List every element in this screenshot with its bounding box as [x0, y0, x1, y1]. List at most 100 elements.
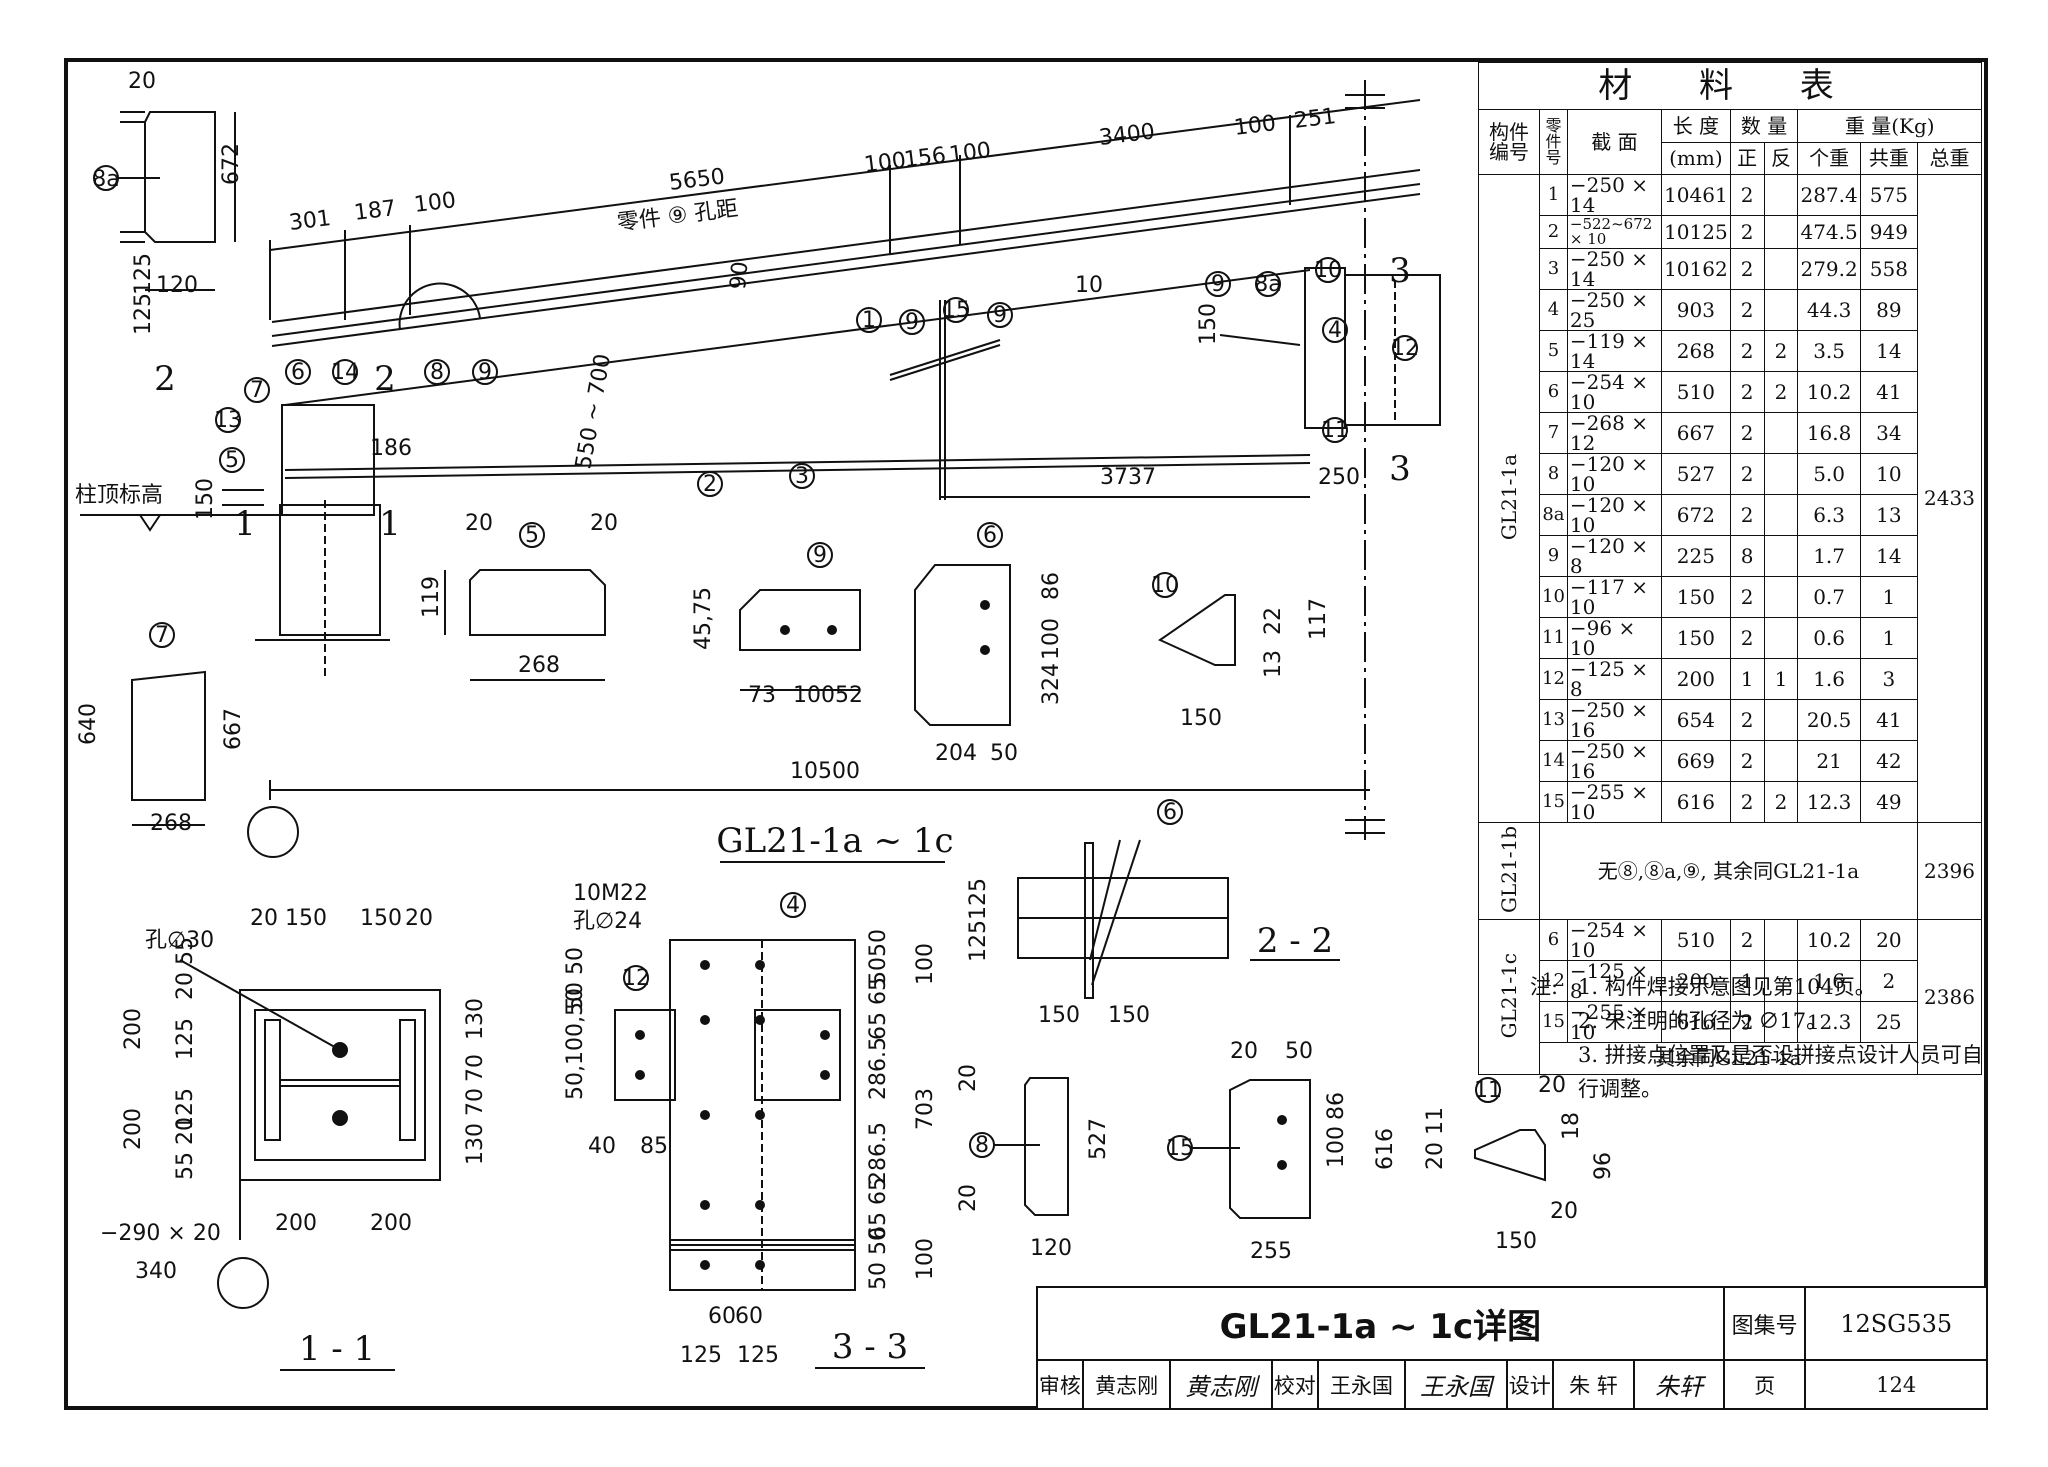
- dim-100c: 100: [948, 138, 993, 168]
- svg-text:15: 15: [942, 298, 970, 323]
- cell-each: 16.8: [1797, 411, 1861, 454]
- cell-pos: 8: [1729, 534, 1765, 577]
- svg-text:9: 9: [1211, 272, 1225, 297]
- dim-50: 50: [990, 741, 1018, 766]
- dim-s3-100b: 100: [913, 1238, 938, 1280]
- cell-sec: −96 × 10: [1566, 616, 1663, 659]
- cell-sum: 949: [1859, 215, 1918, 249]
- gl21-1a-name: GL21-1a: [1497, 453, 1521, 540]
- cell-pos: 2: [1729, 452, 1765, 495]
- header-qty-pos: 正: [1729, 141, 1765, 175]
- header-weight: 重 量(Kg): [1797, 109, 1982, 143]
- svg-text:13: 13: [214, 408, 242, 433]
- dim-250: 250: [1318, 465, 1360, 490]
- part-9-detail: 9 45,75 73 100 52: [691, 542, 863, 708]
- section-mark-3-top: 3: [1389, 251, 1411, 291]
- cell-rev: 2: [1763, 370, 1799, 413]
- page-no: 124: [1804, 1359, 1988, 1410]
- svg-text:7: 7: [250, 378, 264, 403]
- note-1: 1. 构件焊接示意图见第104页。: [1578, 975, 1876, 999]
- part-15-detail: 15 20 50 86 100 616 255: [1166, 1039, 1398, 1264]
- dim-125: 125: [131, 293, 156, 335]
- dim-10500: 10500: [790, 759, 860, 784]
- cell-rev: [1763, 215, 1799, 249]
- dim-p11-150: 150: [1495, 1229, 1537, 1254]
- svg-text:9: 9: [813, 543, 827, 568]
- cell-each: 21: [1797, 739, 1861, 782]
- dim-s1-200b: 200: [370, 1211, 412, 1236]
- cell-no: 15: [1539, 780, 1568, 823]
- header-part-no: 零件号: [1539, 109, 1568, 175]
- reviewer-signature: 黄志刚: [1169, 1359, 1273, 1410]
- cell-each: 10.2: [1797, 918, 1861, 961]
- cell-sec: −250 × 14: [1566, 247, 1663, 290]
- cell-len: 616: [1661, 1000, 1731, 1043]
- dim-3737: 3737: [1100, 465, 1156, 490]
- part-mark-8a: 8a: [92, 167, 119, 192]
- dim-10: 10: [1075, 273, 1103, 298]
- svg-text:14: 14: [331, 360, 359, 385]
- dim-p15-20: 20: [1230, 1039, 1258, 1064]
- dim-13: 13: [1261, 650, 1286, 678]
- dim-186: 186: [370, 436, 412, 461]
- svg-text:2: 2: [703, 472, 717, 497]
- dim-340: 340: [135, 1259, 177, 1284]
- cell-rev: [1763, 174, 1799, 216]
- cell-pos: 2: [1729, 780, 1765, 823]
- svg-text:7: 7: [155, 623, 169, 648]
- part-10-detail: 10 117 22 13 150: [1151, 572, 1331, 731]
- svg-text:4: 4: [786, 893, 800, 918]
- cell-no: 9: [1539, 534, 1568, 577]
- dim-p8-120: 120: [1030, 1236, 1072, 1261]
- bolt-label-1: 10M22: [573, 881, 648, 906]
- svg-text:9: 9: [478, 360, 492, 385]
- header-w-each: 个重: [1797, 141, 1861, 175]
- cell-pos: 1: [1729, 657, 1765, 700]
- dim-100e: 100: [793, 683, 835, 708]
- gl21-1b-note: 无⑧,⑧a,⑨, 其余同GL21-1a: [1539, 821, 1918, 920]
- svg-text:8a: 8a: [1254, 272, 1281, 297]
- dim-20c: 20: [590, 511, 618, 536]
- section-mark-1-left: 1: [234, 504, 256, 544]
- dim-20: 20: [128, 69, 156, 94]
- dim-p11-96: 96: [1591, 1152, 1616, 1180]
- dim-s3-2865a: 286.5: [866, 1037, 891, 1100]
- cell-sum: 14: [1859, 534, 1918, 577]
- dim-s3-5050b: 50 50: [866, 1227, 891, 1290]
- cell-rev: 2: [1763, 780, 1799, 823]
- dim-s1-70a: 70: [463, 1054, 488, 1082]
- part-8-detail: 8 527 120 20 20: [956, 1064, 1111, 1261]
- dim-s3-703: 703: [913, 1088, 938, 1130]
- cell-rev: [1763, 247, 1799, 290]
- section-3-3-caption: 3 - 3: [832, 1327, 908, 1367]
- cell-len: 10461: [1661, 174, 1731, 216]
- dim-187: 187: [353, 196, 398, 226]
- cell-pos: 2: [1729, 739, 1765, 782]
- hole30-label: 孔∅30: [145, 928, 214, 953]
- cell-pos: 2: [1729, 698, 1765, 741]
- dim-p15-50: 50: [1285, 1039, 1313, 1064]
- checker: 王永国: [1316, 1359, 1407, 1410]
- dim-150c: 150: [1180, 706, 1222, 731]
- svg-text:6: 6: [291, 360, 305, 385]
- dim-s1-125b: 125: [173, 1088, 198, 1130]
- cell-no: 12: [1539, 959, 1568, 1002]
- cell-sum: 13: [1859, 493, 1918, 536]
- cell-no: 10: [1539, 575, 1568, 618]
- cell-rev: [1763, 452, 1799, 495]
- cell-sum: 42: [1859, 739, 1918, 782]
- dim-150a: 150: [1196, 303, 1221, 345]
- dim-p11-20b: 20: [1550, 1199, 1578, 1224]
- gl21-1c-name-cell: GL21-1c: [1478, 918, 1540, 1075]
- svg-text:12: 12: [622, 966, 650, 991]
- cell-len: 527: [1661, 452, 1731, 495]
- dim-640: 640: [76, 703, 101, 745]
- cell-no: 1: [1539, 174, 1568, 216]
- dim-s1-70b: 70: [463, 1088, 488, 1116]
- cell-len: 669: [1661, 739, 1731, 782]
